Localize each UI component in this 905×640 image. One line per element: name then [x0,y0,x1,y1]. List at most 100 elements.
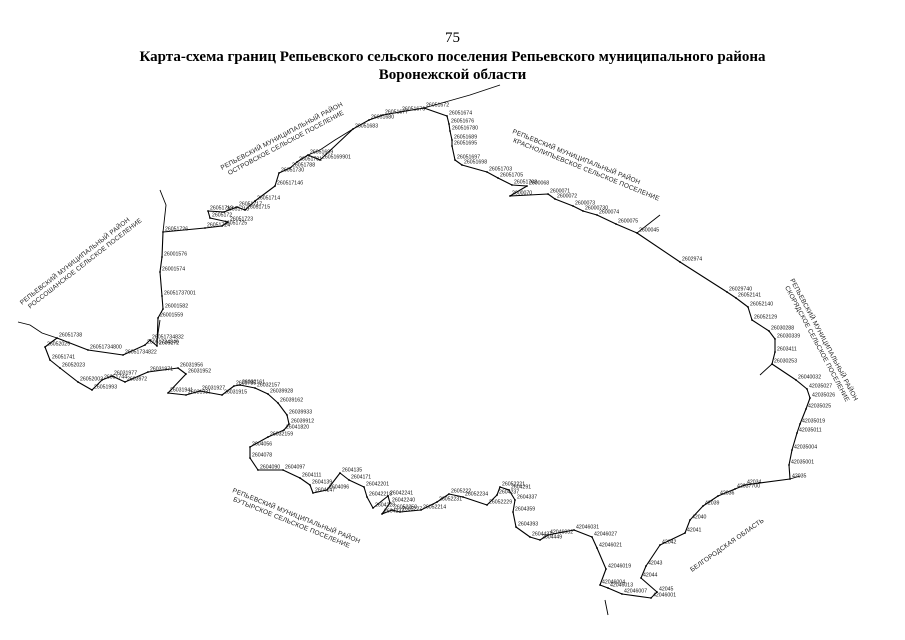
boundary-point-marker [679,261,681,263]
boundary-point-label: 26051734800 [90,345,122,351]
boundary-point-marker [257,469,259,471]
boundary-point-label: 26052003 [80,377,103,383]
boundary-point-marker [177,367,179,369]
boundary-point-marker [514,499,516,501]
boundary-point-label: 26031977 [114,371,137,377]
boundary-point-label: 2600073 [575,201,595,207]
boundary-point-marker [805,408,807,410]
boundary-point-label: 26051993 [94,385,117,391]
boundary-point-label: 26051734846 [147,340,179,346]
boundary-point-label: 42036 [720,491,735,497]
boundary-point-marker [274,185,276,187]
boundary-point-marker [288,423,290,425]
boundary-point-marker [91,389,93,391]
boundary-point-marker [788,464,790,466]
boundary-point-label: 26052140 [750,302,773,308]
boundary-point-label: 26031956 [180,363,203,369]
boundary-point-label: 26052250 [394,505,417,511]
boundary-point-marker [599,584,601,586]
boundary-point-label: 26042240 [392,498,415,504]
boundary-point-marker [59,367,61,369]
boundary-point-label: 2604291 [511,485,531,491]
neighbor-district-name: БЕЛГОРОДСКАЯ ОБЛАСТЬ [689,517,765,573]
boundary-point-label: 26051734822 [125,350,157,356]
boundary-point-marker [199,390,201,392]
boundary-point-marker [512,511,514,513]
boundary-point-marker [399,511,401,513]
boundary-point-marker [486,171,488,173]
boundary-point-label: 26030288 [771,326,794,332]
boundary-point-label: 2600070 [512,191,532,197]
boundary-point-label: 26051744 [104,375,127,381]
boundary-point-marker [87,349,89,351]
boundary-point-marker [573,529,575,531]
neighbor-district-name: РЕПЬЕВСКИЙ МУНИЦИПАЛЬНЫЙ РАЙОН [511,127,642,187]
boundary-point-label: 26052141 [738,293,761,299]
boundary-point-marker [640,577,642,579]
boundary-point-marker [77,381,79,383]
boundary-point-marker [389,502,391,504]
boundary-point-label: 42035027 [809,384,832,390]
boundary-point-label: 42035001 [791,460,814,466]
boundary-point-label: 26001559 [160,313,183,319]
boundary-point-marker [768,330,770,332]
boundary-point-marker [509,195,511,197]
boundary-point-label: 26039933 [289,410,312,416]
boundary-point-label: 2604237 [499,490,519,496]
boundary-point-marker [659,544,661,546]
boundary-point-marker [735,297,737,299]
boundary-point-label: 26000730 [585,206,608,212]
boundary-point-marker [368,119,370,121]
boundary-point-marker [387,495,389,497]
boundary-point-label: 26031915 [224,390,247,396]
boundary-point-marker [496,494,498,496]
boundary-point-marker [363,486,365,488]
boundary-point-marker [726,291,728,293]
boundary-point-marker [461,164,463,166]
boundary-point-marker [167,392,169,394]
boundary-point-label: 42046013 [610,583,633,589]
boundary-point-label: 26042218 [369,492,392,498]
boundary-point-marker [806,388,808,390]
boundary-point-label: 2604228 [375,503,395,509]
boundary-point-marker [448,493,450,495]
boundary-point-label: 26051719 [210,206,233,212]
boundary-point-label: 26051677 [385,110,408,116]
boundary-point-marker [656,591,658,593]
boundary-point-label: 42046007 [624,589,647,595]
boundary-point-label: 2604237 [384,509,404,515]
boundary-point-label: 260516780 [452,126,478,132]
boundary-point-label: 42035 [792,474,807,480]
boundary-point-label: 26052023 [62,363,85,369]
boundary-point-label: 2604111 [302,473,322,479]
boundary-point-label: 26051715 [247,205,270,211]
boundary-point-marker [529,536,531,538]
boundary-point-label: 26001582 [165,304,188,310]
boundary-point-marker [684,532,686,534]
boundary-point-label: 42035011 [799,428,822,434]
boundary-point-labels: 2605172626051724260517252605172326051722… [44,103,835,599]
branch-line-ostrovki-spur [307,128,354,156]
boundary-point-label: 26052029 [47,342,70,348]
boundary-point-marker [795,379,797,381]
boundary-point-label: 2604393 [518,522,538,528]
boundary-point-label: 2600072 [557,194,577,200]
neighbor-label-rossoshki: РЕПЬЕВСКИЙ МУНИЦИПАЛЬНЫЙ РАЙОНРОССОШАНСК… [18,215,144,311]
boundary-point-label: 26051703 [489,167,512,173]
boundary-point-label: 2605169901 [322,155,351,161]
boundary-point-marker [307,154,309,156]
boundary-point-label: 2604090 [260,465,280,471]
boundary-point-marker [420,509,422,511]
boundary-point-marker [161,256,163,258]
boundary-point-marker [282,469,284,471]
boundary-point-label: 2604135 [342,468,362,474]
boundary-point-label: 42042 [662,540,677,546]
boundary-point-marker [249,457,251,459]
boundary-point-label: 26030253 [774,359,797,365]
boundary-point-label: 26039162 [280,398,303,404]
boundary-point-marker [49,359,51,361]
boundary-point-label: 26039912 [291,419,314,425]
boundary-point-marker [381,513,383,515]
boundary-point-label: 26031952 [188,369,211,375]
boundary-point-marker [789,478,791,480]
